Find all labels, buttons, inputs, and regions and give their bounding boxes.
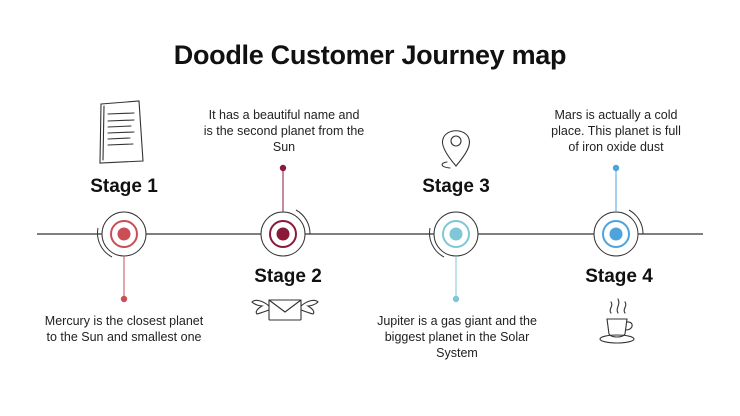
stage-1-description: Mercury is the closest planet to the Sun…: [44, 314, 204, 344]
stage-4-node[interactable]: [593, 209, 644, 257]
stage-2-description: It has a beautiful name and is the secon…: [203, 108, 365, 154]
map-pin-icon: [441, 130, 471, 169]
stage-3-label: Stage 3: [422, 176, 490, 197]
coffee-cup-icon: [599, 298, 635, 344]
stage-1-dot: [120, 295, 128, 303]
stage-4-dot: [612, 164, 620, 172]
winged-envelope-icon: [251, 299, 319, 321]
page-title: Doodle Customer Journey map: [173, 40, 567, 70]
stage-1-node[interactable]: [97, 211, 147, 258]
stage-1-label: Stage 1: [90, 176, 158, 197]
stage-4-label: Stage 4: [585, 266, 653, 287]
stage-3-description: Jupiter is a gas giant and the biggest p…: [377, 314, 537, 360]
stage-2-node[interactable]: [260, 209, 311, 257]
document-icon: [99, 100, 144, 164]
stage-4-description: Mars is actually a cold place. This plan…: [551, 108, 681, 154]
stage-3-dot: [452, 295, 460, 303]
stage-2-dot: [279, 164, 287, 172]
stage-3-node[interactable]: [429, 211, 479, 258]
stage-2-label: Stage 2: [254, 266, 322, 287]
